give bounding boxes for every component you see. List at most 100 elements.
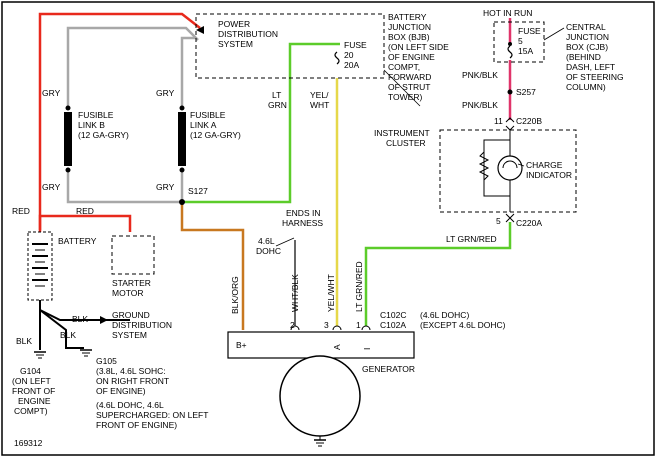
lt-grn-label-0: LT: [272, 90, 281, 100]
svg-text:FRONT OF ENGINE): FRONT OF ENGINE): [96, 420, 177, 430]
c102c-note: (4.6L DOHC): [420, 310, 469, 320]
svg-text:FRONT OF: FRONT OF: [12, 386, 55, 396]
blk-label-top: BLK: [72, 314, 88, 324]
s257-splice: [507, 89, 513, 95]
fusible-link-b-label-2: (12 GA-GRY): [78, 130, 129, 140]
pin-3-label: 3: [324, 320, 329, 330]
battery-label: BATTERY: [58, 236, 97, 246]
ground-dist-label-1: DISTRIBUTION: [112, 320, 172, 330]
ground-g104-icon: [34, 351, 46, 359]
terminal-bplus-label: B+: [236, 340, 247, 350]
svg-text:TOWER): TOWER): [388, 92, 422, 102]
fuse5-label-1: 5: [518, 36, 523, 46]
pin-5-label: 5: [496, 216, 501, 226]
yel-wht-top-label-0: YEL/: [310, 90, 329, 100]
s127-splice: [179, 199, 185, 205]
starter-motor-label-1: MOTOR: [112, 288, 143, 298]
pds-label-2: SYSTEM: [218, 39, 253, 49]
ground-dist-arrow-icon: [100, 316, 108, 324]
svg-text:ON RIGHT FRONT: ON RIGHT FRONT: [96, 376, 169, 386]
starter-motor-label-0: STARTER: [112, 278, 151, 288]
terminal-i-label: I: [362, 348, 372, 350]
g105-label: G105 (3.8L, 4.6L SOHC: ON RIGHT FRONT OF…: [96, 356, 208, 430]
svg-text:OF STEERING: OF STEERING: [566, 72, 624, 82]
svg-text:G105: G105: [96, 356, 117, 366]
svg-text:G104: G104: [20, 366, 41, 376]
gray-link-b-bottom-wire: [66, 170, 182, 204]
wht-blk-label: WHT/BLK: [290, 274, 300, 312]
c220a-label: C220A: [516, 218, 542, 228]
fuse5-label-0: FUSE: [518, 26, 541, 36]
charge-indicator-label-0: CHARGE: [526, 160, 563, 170]
pin-11-label: 11: [494, 116, 503, 126]
generator-terminal-block: [227, 331, 415, 359]
gray-link-b-wire: [66, 26, 199, 110]
svg-text:ENGINE: ENGINE: [18, 396, 51, 406]
cjb-label: CENTRAL JUNCTION BOX (CJB) (BEHIND DASH,…: [566, 22, 624, 92]
fusible-link-b-label-1: LINK B: [78, 120, 105, 130]
instrument-cluster-box: [439, 129, 577, 213]
fuse5-top-terminal: [508, 42, 512, 46]
battery-icon: [32, 243, 48, 287]
hot-in-run-label: HOT IN RUN: [483, 8, 532, 18]
dohc-label-0: 4.6L: [258, 236, 275, 246]
instrument-cluster-label-0: INSTRUMENT: [374, 128, 430, 138]
generator-icon: [279, 355, 361, 437]
ground-dist-label-2: SYSTEM: [112, 330, 147, 340]
pds-label-0: POWER: [218, 19, 250, 29]
pnk-blk-label-1: PNK/BLK: [462, 70, 498, 80]
blk-label-left: BLK: [16, 336, 32, 346]
svg-text:COLUMN): COLUMN): [566, 82, 606, 92]
svg-text:JUNCTION: JUNCTION: [388, 22, 431, 32]
fuse5-label-2: 15A: [518, 46, 533, 56]
gry-label-right-top: GRY: [156, 88, 175, 98]
dohc-label-1: DOHC: [256, 246, 281, 256]
ground-g105-icon: [80, 349, 92, 357]
svg-text:JUNCTION: JUNCTION: [566, 32, 609, 42]
red-starter-wire: [38, 214, 132, 232]
fuse20-label-0: FUSE: [344, 40, 367, 50]
svg-text:OF ENGINE): OF ENGINE): [96, 386, 146, 396]
generator-connector-pins: [290, 325, 371, 331]
ends-in-harness-label-0: ENDS IN: [286, 208, 320, 218]
terminal-a-label: A: [332, 344, 342, 350]
gry-label-left-top: GRY: [42, 88, 61, 98]
svg-text:COMPT,: COMPT,: [388, 62, 420, 72]
svg-text:DASH, LEFT: DASH, LEFT: [566, 62, 615, 72]
svg-text:(ON LEFT: (ON LEFT: [12, 376, 51, 386]
red-label-top: RED: [76, 206, 94, 216]
s127-label: S127: [188, 186, 208, 196]
svg-text:(ON LEFT SIDE: (ON LEFT SIDE: [388, 42, 449, 52]
pin-2-label: 2: [290, 320, 295, 330]
fuse20-label-2: 20A: [344, 60, 359, 70]
starter-motor-box: [111, 235, 155, 275]
fusible-link-a: [178, 112, 186, 166]
gray-link-a-wire: [180, 36, 196, 110]
generator-label: GENERATOR: [362, 364, 415, 374]
svg-text:(3.8L, 4.6L SOHC:: (3.8L, 4.6L SOHC:: [96, 366, 166, 376]
svg-text:CENTRAL: CENTRAL: [566, 22, 606, 32]
lt-grn-red-wire: [364, 222, 512, 326]
fuse-20-icon: [334, 51, 340, 65]
battery-box: [27, 231, 53, 301]
fusible-link-a-label-2: (12 GA-GRY): [190, 130, 241, 140]
svg-text:BOX (BJB): BOX (BJB): [388, 32, 430, 42]
s257-label: S257: [516, 87, 536, 97]
fusible-link-a-label-1: LINK A: [190, 120, 217, 130]
ends-in-harness-label-1: HARNESS: [282, 218, 323, 228]
svg-text:SUPERCHARGED: ON LEFT: SUPERCHARGED: ON LEFT: [96, 410, 208, 420]
pnk-blk-label-2: PNK/BLK: [462, 100, 498, 110]
pds-label-1: DISTRIBUTION: [218, 29, 278, 39]
svg-text:(4.6L DOHC, 4.6L: (4.6L DOHC, 4.6L: [96, 400, 164, 410]
ground-dist-label-0: GROUND: [112, 310, 150, 320]
pds-arrow-icon: [196, 26, 204, 34]
fusible-link-b: [64, 112, 72, 166]
blk-label-mid: BLK: [60, 330, 76, 340]
svg-text:OF STRUT: OF STRUT: [388, 82, 431, 92]
svg-text:COMPT): COMPT): [14, 406, 48, 416]
c102a-label: C102A: [380, 320, 406, 330]
c102a-note: (EXCEPT 4.6L DOHC): [420, 320, 506, 330]
charge-indicator-label-1: INDICATOR: [526, 170, 572, 180]
fuse-5-icon: [507, 45, 513, 59]
